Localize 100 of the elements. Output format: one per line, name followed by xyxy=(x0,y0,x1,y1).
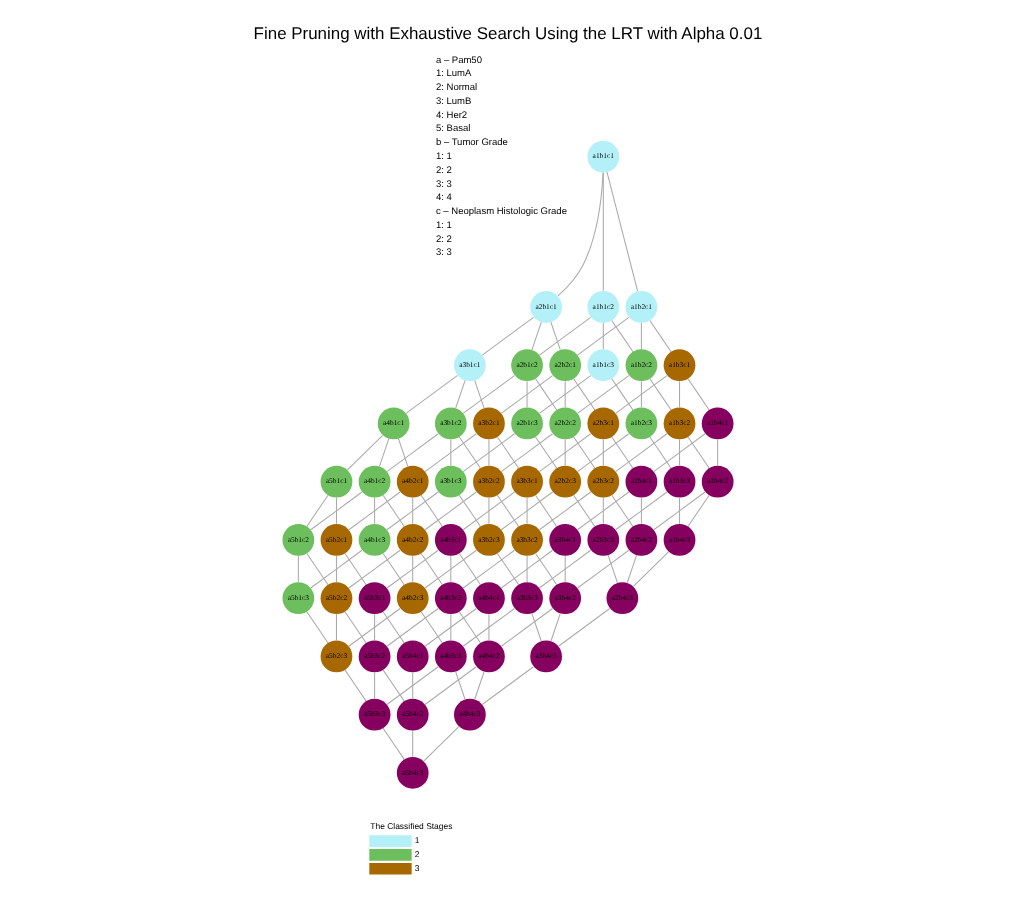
connector xyxy=(564,555,566,583)
connector xyxy=(577,316,630,356)
connector xyxy=(405,375,458,414)
connector xyxy=(640,322,642,350)
connector xyxy=(717,439,719,467)
connector xyxy=(640,497,642,525)
connector xyxy=(687,494,710,527)
connector xyxy=(458,611,482,644)
connector xyxy=(310,549,363,589)
connector xyxy=(382,611,405,644)
connector xyxy=(679,439,681,467)
connector xyxy=(424,549,477,589)
connector xyxy=(412,730,414,758)
connector xyxy=(335,497,337,525)
connector xyxy=(335,613,337,641)
connector xyxy=(488,497,490,525)
connector xyxy=(526,380,528,408)
connector xyxy=(378,438,390,467)
connector xyxy=(557,172,604,297)
connector xyxy=(496,552,520,586)
connector xyxy=(538,491,592,531)
connector xyxy=(564,380,566,408)
connector xyxy=(374,672,376,700)
connector xyxy=(500,491,554,531)
connector xyxy=(550,321,561,351)
connector xyxy=(297,555,299,583)
connector xyxy=(420,552,443,586)
connector xyxy=(573,436,596,469)
connector xyxy=(531,321,542,351)
connector xyxy=(615,491,668,531)
connector xyxy=(679,497,681,525)
connector xyxy=(602,172,604,292)
connector xyxy=(310,491,363,531)
connector xyxy=(577,375,630,414)
connector xyxy=(374,497,376,525)
connector xyxy=(474,671,485,700)
connector xyxy=(346,434,384,471)
connector xyxy=(640,380,642,408)
connector xyxy=(412,497,414,525)
connector xyxy=(535,378,558,411)
connector xyxy=(450,613,452,641)
connector xyxy=(382,727,405,760)
connector xyxy=(626,554,638,584)
connector xyxy=(496,494,520,527)
connector xyxy=(450,555,452,583)
connector xyxy=(462,433,515,473)
connector xyxy=(397,438,409,467)
connector xyxy=(526,555,528,583)
connector xyxy=(386,666,439,705)
connector xyxy=(557,607,611,647)
connector xyxy=(481,316,535,356)
connector xyxy=(535,552,558,586)
connector xyxy=(606,171,639,292)
connector xyxy=(344,552,367,586)
connector xyxy=(488,439,490,467)
connector xyxy=(306,611,329,644)
connector xyxy=(602,322,604,350)
connector xyxy=(382,552,405,586)
connector xyxy=(450,439,452,467)
connector xyxy=(348,491,401,531)
connector xyxy=(306,552,329,586)
connector xyxy=(535,436,558,469)
connector xyxy=(500,375,554,414)
connector xyxy=(382,669,405,702)
connector xyxy=(382,494,405,527)
connector xyxy=(577,433,630,473)
connector xyxy=(458,436,482,469)
connector xyxy=(424,666,477,705)
connector xyxy=(611,378,634,411)
connector xyxy=(615,375,668,414)
connector xyxy=(488,613,490,641)
connector xyxy=(386,607,439,647)
connector xyxy=(649,436,672,469)
connector xyxy=(455,379,466,409)
connector xyxy=(653,491,706,531)
connector xyxy=(577,549,630,589)
connector xyxy=(500,433,554,473)
connector xyxy=(455,671,466,700)
connector xyxy=(348,607,401,647)
connector xyxy=(424,607,477,647)
connector xyxy=(374,613,376,641)
connector xyxy=(611,436,634,469)
connector xyxy=(412,672,414,700)
connector xyxy=(602,439,604,467)
connector xyxy=(679,380,681,408)
connector xyxy=(462,491,515,531)
connector xyxy=(607,554,618,584)
connector xyxy=(424,433,477,473)
connector xyxy=(500,607,554,647)
diagram-title: Fine Pruning with Exhaustive Search Using the LRT with Alpha 0.01 xyxy=(253,22,763,43)
connector xyxy=(474,379,485,409)
connector xyxy=(538,375,592,414)
connector xyxy=(500,549,554,589)
connector xyxy=(462,549,515,589)
connector xyxy=(538,433,592,473)
connector xyxy=(496,436,520,469)
connector xyxy=(649,320,672,353)
connector xyxy=(653,433,706,473)
connector xyxy=(462,607,515,647)
connector xyxy=(420,611,443,644)
